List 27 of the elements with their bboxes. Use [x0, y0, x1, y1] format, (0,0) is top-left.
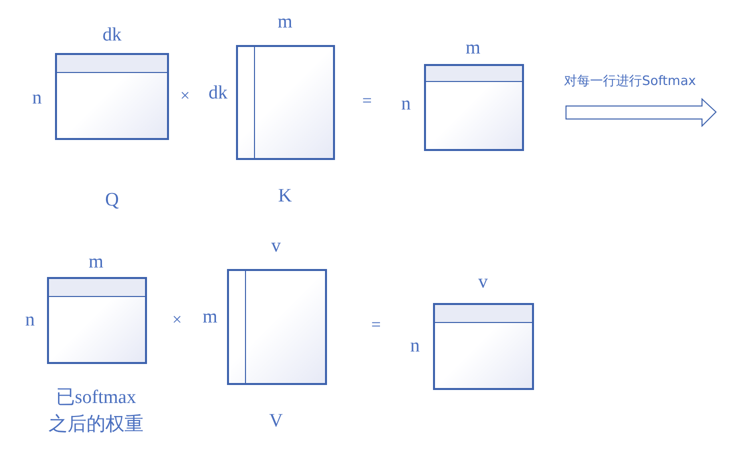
dimension-label: v	[478, 272, 488, 294]
dimension-label: dk	[208, 82, 228, 106]
matrix-name: K	[278, 186, 292, 208]
dimension-label: n	[25, 310, 35, 332]
matrix-box	[47, 277, 147, 364]
dimension-label: dk	[102, 24, 122, 48]
operator-symbol: =	[371, 314, 381, 336]
matrix-box	[433, 303, 534, 390]
dimension-label: n	[410, 336, 420, 358]
dimension-label: m	[202, 306, 218, 330]
matrix-box	[236, 45, 335, 160]
dimension-label: m	[88, 252, 104, 274]
arrow-caption: 对每一行进行Softmax	[564, 74, 696, 90]
matrix-name: 已softmax之后的权重	[48, 386, 144, 437]
dimension-label: n	[401, 94, 411, 116]
matrix-box	[227, 269, 327, 385]
matrix-name: V	[269, 410, 283, 434]
operator-symbol: ×	[172, 310, 182, 330]
operator-symbol: =	[362, 90, 372, 112]
dimension-label: m	[278, 12, 292, 34]
operator-symbol: ×	[180, 86, 190, 106]
matrix-box	[424, 64, 524, 151]
dimension-label: m	[466, 38, 480, 60]
matrix-box	[55, 53, 169, 140]
dimension-label: v	[271, 236, 281, 258]
matrix-name: Q	[105, 190, 119, 212]
dimension-label: n	[32, 88, 42, 110]
